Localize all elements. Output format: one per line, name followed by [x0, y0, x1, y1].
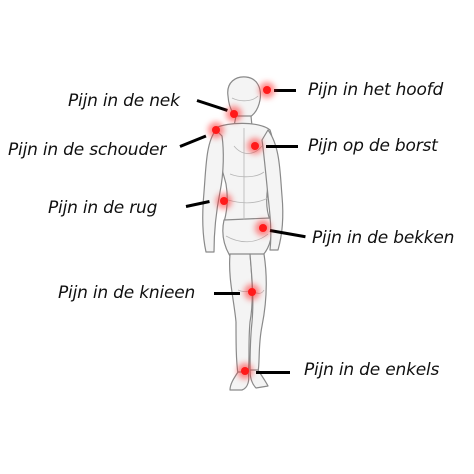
- pain-marker-knees: [248, 288, 256, 296]
- connector-chest: [266, 145, 298, 148]
- label-shoulder: Pijn in de schouder: [8, 140, 167, 160]
- figure-left-leg: [229, 253, 253, 375]
- connector-knees: [214, 292, 240, 295]
- label-knees: Pijn in de knieen: [58, 283, 196, 303]
- label-head: Pijn in het hoofd: [308, 80, 444, 100]
- label-chest: Pijn op de borst: [308, 136, 438, 156]
- label-back: Pijn in de rug: [48, 198, 158, 218]
- label-neck: Pijn in de nek: [68, 91, 180, 111]
- connector-head: [274, 89, 296, 92]
- pain-marker-chest: [251, 142, 259, 150]
- figure-right-arm: [261, 129, 284, 251]
- pain-marker-head: [263, 86, 271, 94]
- pain-marker-ankles: [241, 367, 249, 375]
- pain-marker-back: [220, 197, 228, 205]
- figure-left-foot: [229, 371, 250, 391]
- label-ankles: Pijn in de enkels: [304, 360, 440, 380]
- label-pelvis: Pijn in de bekken: [312, 228, 455, 248]
- pain-marker-pelvis: [259, 224, 267, 232]
- figure-left-arm: [202, 129, 224, 253]
- pain-marker-neck: [230, 110, 238, 118]
- connector-ankles: [256, 371, 290, 374]
- pain-marker-shoulder: [212, 126, 220, 134]
- figure-right-leg: [249, 253, 267, 373]
